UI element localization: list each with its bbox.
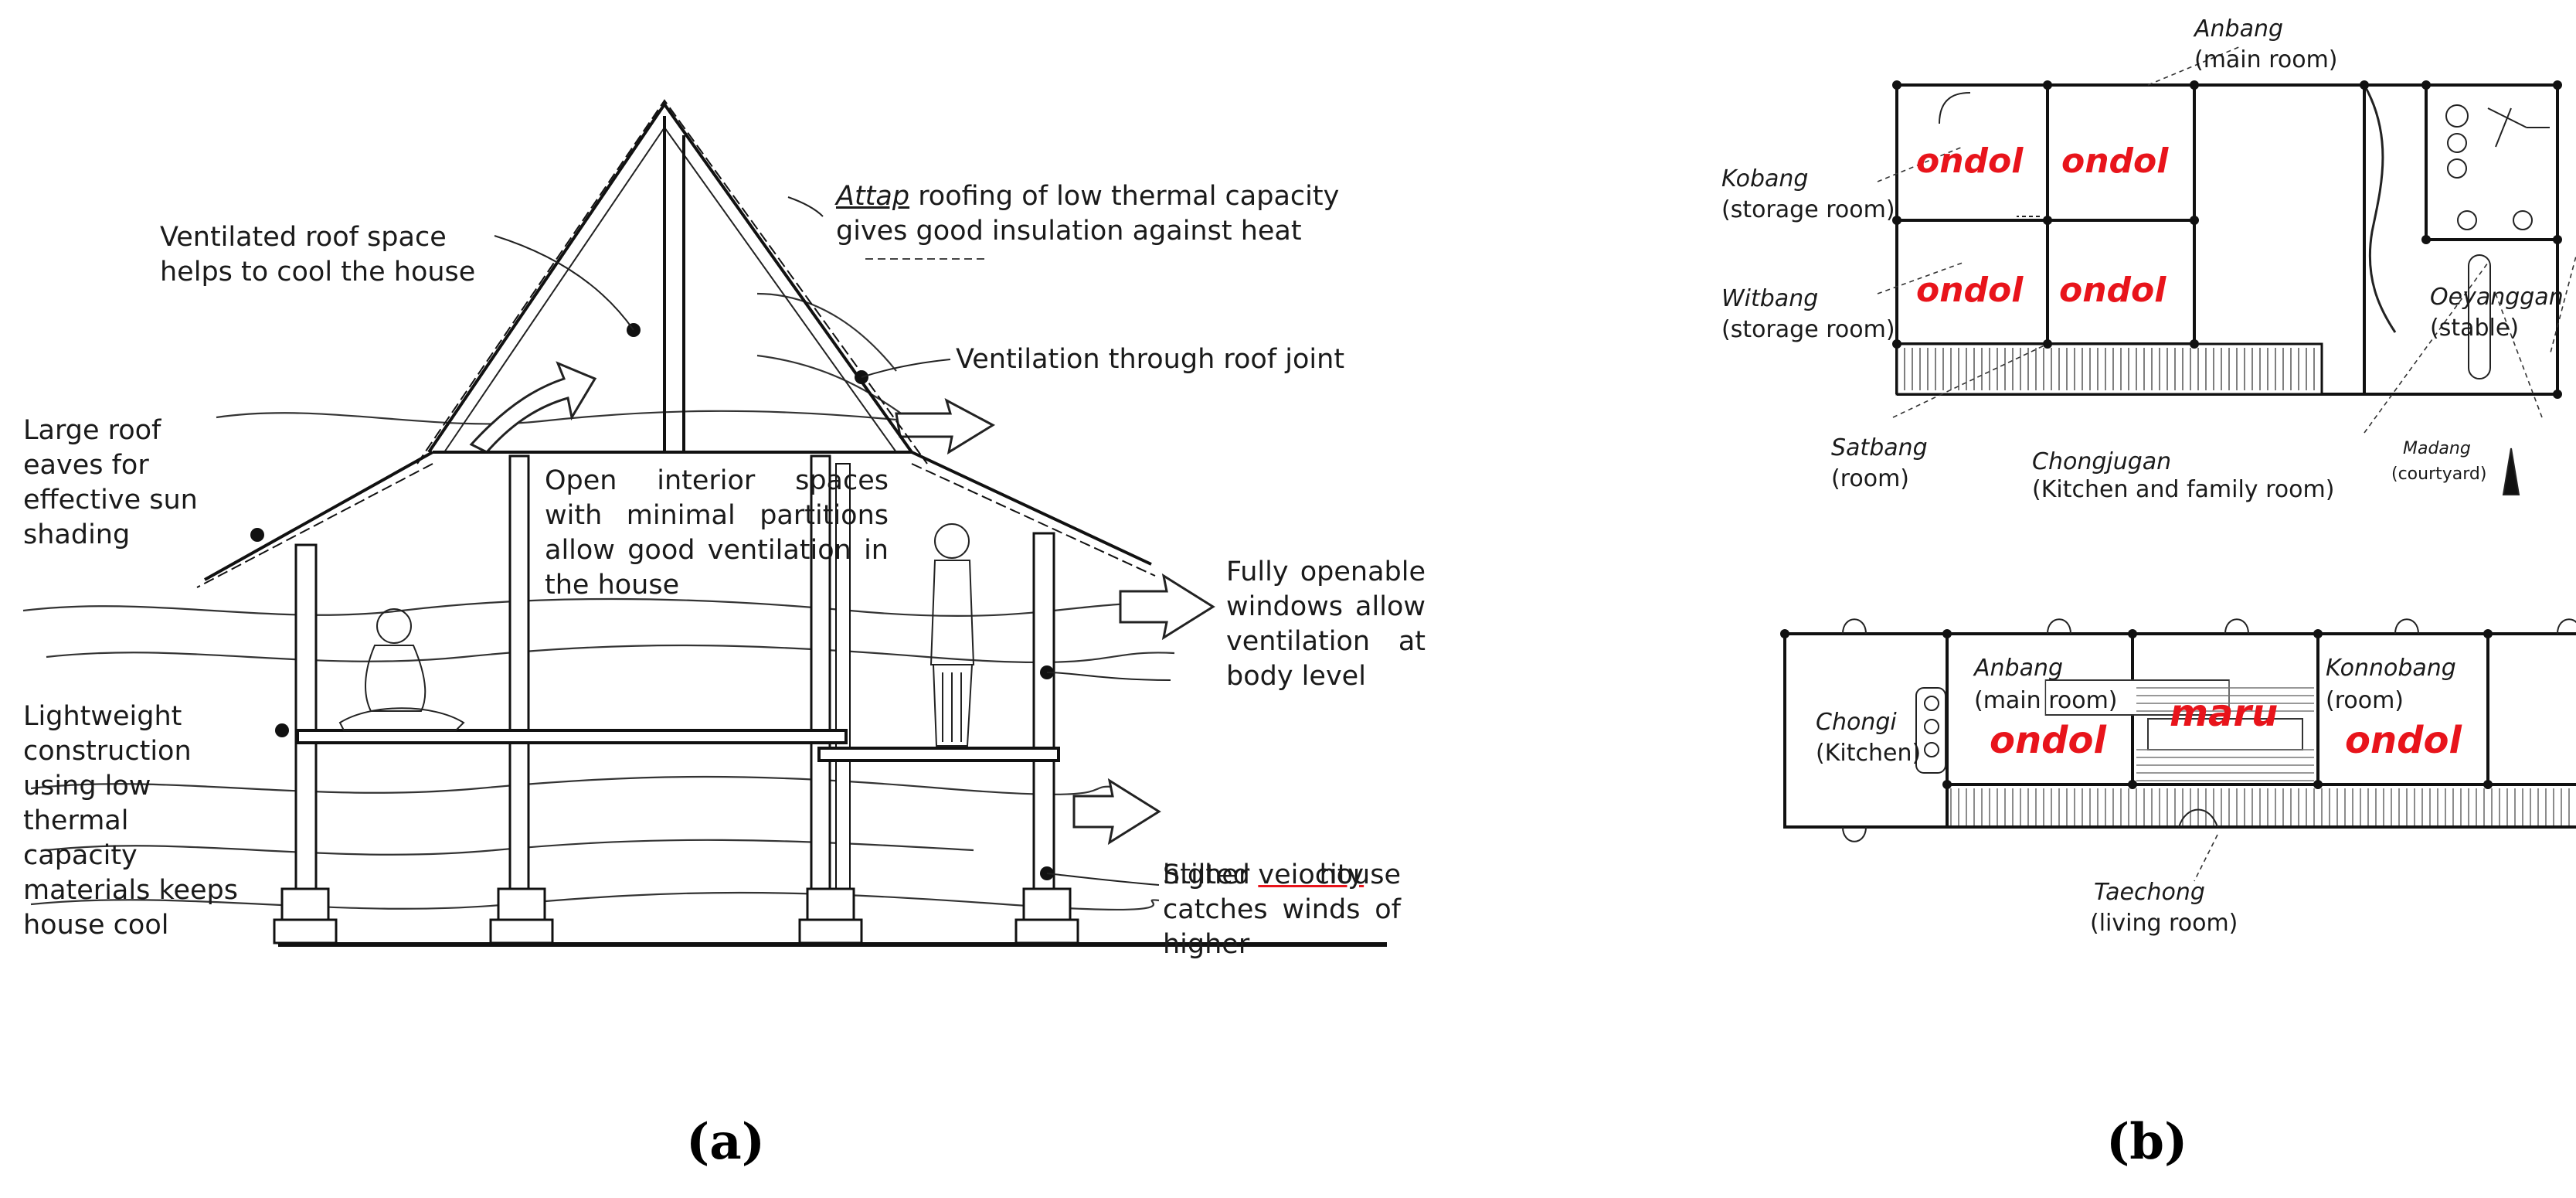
plan1-satbang-sub: (room) (1831, 465, 1910, 492)
caption-b: (b) (2106, 1113, 2188, 1171)
plan2-konnobang: Konnobang (2326, 655, 2456, 682)
label-roof-joint: Ventilation through roof joint (956, 344, 1345, 375)
plan2-anbang-sub: (main room) (1974, 687, 2118, 714)
plan1-oeyanggan-sub: (stable) (2430, 315, 2520, 342)
plan1-madang-sub: (courtyard) (2391, 465, 2487, 484)
label-stilted-text: Stilted house catches winds of higher (1163, 859, 1401, 960)
panel-b: Anbang (main room) Kobang (storage room)… (1684, 0, 2576, 1198)
plan2-chongi-sub: (Kitchen) (1816, 740, 1922, 767)
label-eaves: Large roof eaves for effective sun shadi… (23, 415, 198, 550)
plan1-anbang: Anbang (2194, 15, 2284, 43)
plan1-witbang: Witbang (1721, 285, 1819, 312)
label-lightweight: Lightweight construction using low therm… (23, 701, 238, 941)
plan1-ondol-3: ondol (1916, 271, 2024, 310)
plan-2-veranda (1950, 687, 2570, 825)
plan-1-veranda (1895, 342, 2323, 396)
floors (278, 729, 1387, 947)
leader-lines (494, 196, 1171, 886)
roof-joint-arrow (895, 397, 996, 455)
plan-1-leaders (1877, 46, 2576, 434)
label-windows: Fully openable windows allow ventilation… (1226, 556, 1426, 692)
plan2-ondol-1: ondol (1990, 719, 2106, 762)
plan2-konnobang-sub: (room) (2326, 687, 2404, 714)
floor-plan-drawings (1780, 46, 2576, 882)
plan2-ondol-2: ondol (2345, 719, 2462, 762)
label-attap-line2: gives good insulation against heat (836, 216, 1302, 247)
leader-dots (250, 323, 1054, 880)
label-interior: Open interior spaces with minimal partit… (545, 465, 889, 601)
house-section-drawing (22, 99, 1387, 947)
plan-1-wall-nodes (1892, 80, 2562, 399)
plan1-witbang-sub: (storage room) (1721, 316, 1895, 343)
label-attap-word: Attap (836, 181, 910, 212)
plan2-anbang: Anbang (1974, 655, 2064, 682)
plan1-chongjugan-sub: (Kitchen and family room) (2032, 476, 2335, 503)
standing-person (929, 523, 975, 747)
roof (196, 99, 1156, 588)
plan-2-wall-nodes (1780, 629, 2493, 789)
plan2-chongi: Chongi (1816, 709, 1897, 736)
plan2-taechong: Taechong (2094, 879, 2205, 906)
plan-1-details (1939, 84, 2550, 495)
seated-person (338, 608, 465, 731)
plan1-ondol-1: ondol (1916, 141, 2024, 181)
caption-a: (a) (686, 1113, 766, 1171)
plan1-anbang-sub: (main room) (2194, 46, 2338, 73)
label-roof-space: Ventilated roof space helps to cool the … (160, 222, 476, 288)
stilt-arrow (1072, 778, 1161, 846)
label-attap-rest: roofing of low thermal capacity (909, 181, 1340, 212)
plan1-chongjugan: Chongjugan (2032, 448, 2172, 475)
plan2-taechong-sub: (living room) (2090, 910, 2238, 937)
roof-space-arrow (469, 361, 597, 454)
plan1-madang: Madang (2403, 439, 2471, 458)
plan2-maru: maru (2170, 692, 2279, 735)
plan1-kobang: Kobang (1721, 165, 1809, 192)
wind-lines (22, 292, 1175, 911)
plan1-ondol-4: ondol (2059, 271, 2166, 310)
plan1-ondol-2: ondol (2061, 141, 2169, 181)
plan1-satbang: Satbang (1831, 434, 1928, 461)
plan1-kobang-sub: (storage room) (1721, 196, 1895, 223)
plan-2-details (1842, 618, 2576, 882)
plan1-oeyanggan: Oeyanggan (2430, 284, 2564, 311)
label-stilted: Stilted house catches winds of higher hi… (1163, 788, 1401, 1067)
label-stilted-last: veiocity (1258, 859, 1364, 890)
posts (273, 454, 1079, 944)
label-attap: Attap roofing of low thermal capacity (836, 179, 1339, 214)
window-arrow (1119, 573, 1215, 641)
panel-a: Ventilated roof space helps to cool the … (22, 99, 1426, 1171)
